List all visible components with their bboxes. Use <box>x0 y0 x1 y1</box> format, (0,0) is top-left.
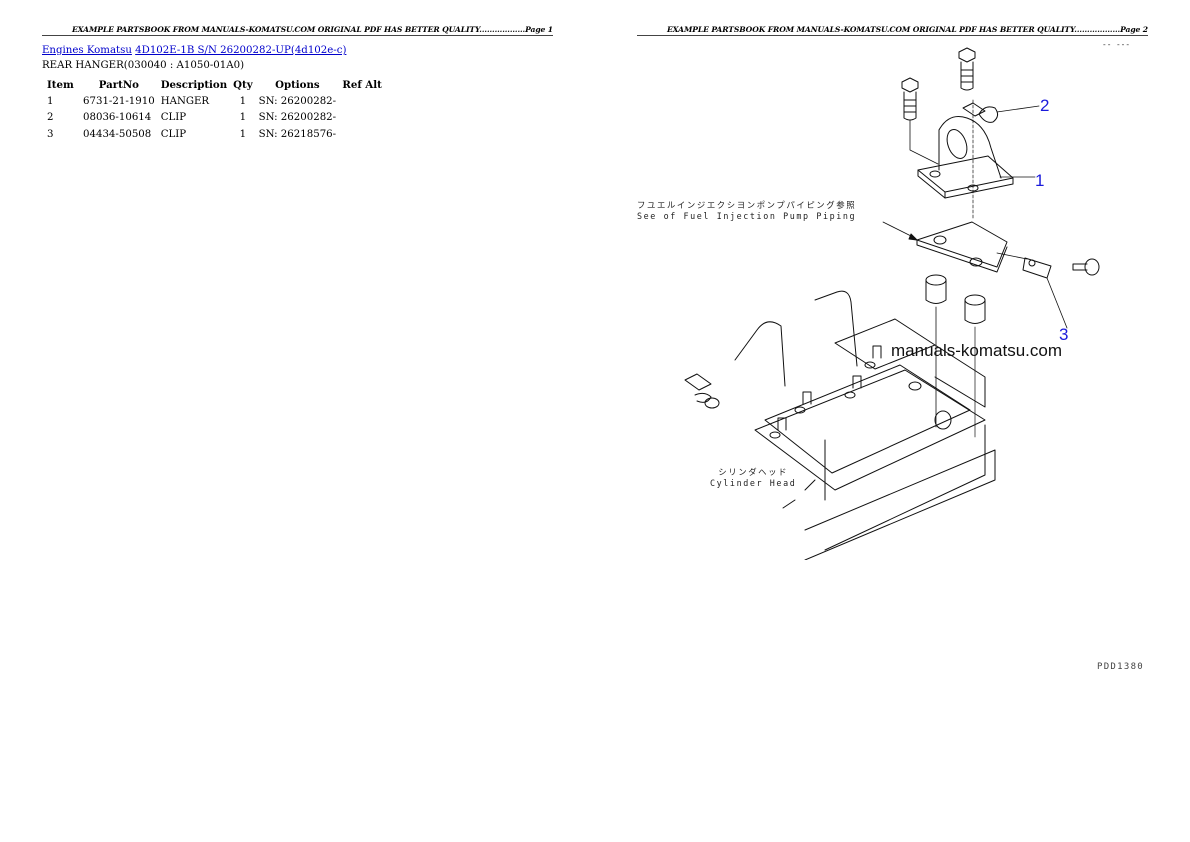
cell-options: SN: 26200282- <box>258 112 337 124</box>
figure-number: PDD1380 <box>1097 662 1145 672</box>
cylinder-head-part <box>684 290 996 560</box>
cylinder-head-label: シリンダヘッド Cylinder Head <box>710 467 796 489</box>
callout-2: 2 <box>1040 96 1050 115</box>
col-partno: PartNo <box>98 79 139 91</box>
col-ref-alt: Ref Alt <box>342 79 382 91</box>
breadcrumb-link-engines[interactable]: Engines Komatsu <box>42 45 132 56</box>
cell-item: 2 <box>47 112 54 124</box>
cell-partno: 6731-21-1910 <box>83 95 155 107</box>
page-header: EXAMPLE PARTSBOOK FROM MANUALS-KOMATSU.C… <box>637 25 1148 36</box>
clip-part <box>962 102 1040 123</box>
table-header-row: Item PartNo Description Qty Options Ref … <box>44 77 385 93</box>
cell-partno: 04434-50508 <box>83 128 152 140</box>
clip-part <box>1022 257 1100 329</box>
table-row: 2 08036-10614 CLIP 1 SN: 26200282- <box>44 110 385 127</box>
bracket-part <box>882 221 1028 273</box>
page-header: EXAMPLE PARTSBOOK FROM MANUALS-KOMATSU.C… <box>42 25 553 36</box>
cell-qty: 1 <box>239 95 247 107</box>
cell-item: 3 <box>47 128 54 140</box>
col-item: Item <box>47 79 74 91</box>
fuel-injection-label: フユエルインジエクシヨンポンプパイピング参照 See of Fuel Injec… <box>637 200 856 222</box>
fuel-label-en: See of Fuel Injection Pump Piping <box>637 211 857 221</box>
cyl-label-en: Cylinder Head <box>710 478 797 488</box>
callout-3: 3 <box>1059 325 1069 344</box>
cell-options: SN: 26200282- <box>258 95 337 107</box>
cell-description: HANGER <box>160 95 210 107</box>
top-marks: -- --- <box>1103 40 1132 49</box>
cell-qty: 1 <box>239 128 247 140</box>
cell-ref-alt <box>339 110 385 127</box>
cell-qty: 1 <box>239 112 247 124</box>
col-qty: Qty <box>233 79 253 91</box>
breadcrumb-link-model[interactable]: 4D102E-1B S/N 26200282-UP(4d102e-c) <box>135 45 347 56</box>
callout-1: 1 <box>1035 171 1045 190</box>
cell-item: 1 <box>47 95 54 107</box>
section-title: REAR HANGER(030040 : A1050-01A0) <box>42 60 245 71</box>
fuel-label-jp: フユエルインジエクシヨンポンプパイピング参照 <box>637 200 857 210</box>
cell-description: CLIP <box>160 112 187 124</box>
page-2: EXAMPLE PARTSBOOK FROM MANUALS-KOMATSU.C… <box>595 0 1190 842</box>
cell-partno: 08036-10614 <box>83 112 152 124</box>
table-row: 1 6731-21-1910 HANGER 1 SN: 26200282- <box>44 93 385 110</box>
col-options: Options <box>275 79 320 91</box>
spacer-part <box>925 274 986 438</box>
table-row: 3 04434-50508 CLIP 1 SN: 26218576- <box>44 126 385 143</box>
watermark: manuals-komatsu.com <box>891 341 1063 360</box>
bolt-icon <box>901 77 939 165</box>
bolt-icon <box>958 47 976 91</box>
cyl-label-jp: シリンダヘッド <box>718 467 789 477</box>
col-description: Description <box>160 79 228 91</box>
cell-ref-alt <box>339 126 385 143</box>
breadcrumb: Engines Komatsu 4D102E-1B S/N 26200282-U… <box>42 45 346 56</box>
parts-table: Item PartNo Description Qty Options Ref … <box>44 77 385 143</box>
parts-diagram <box>684 47 1100 560</box>
cell-description: CLIP <box>160 128 187 140</box>
hanger-part <box>917 99 1036 221</box>
page-1: EXAMPLE PARTSBOOK FROM MANUALS-KOMATSU.C… <box>42 25 553 143</box>
cell-ref-alt <box>339 93 385 110</box>
cell-options: SN: 26218576- <box>258 128 337 140</box>
